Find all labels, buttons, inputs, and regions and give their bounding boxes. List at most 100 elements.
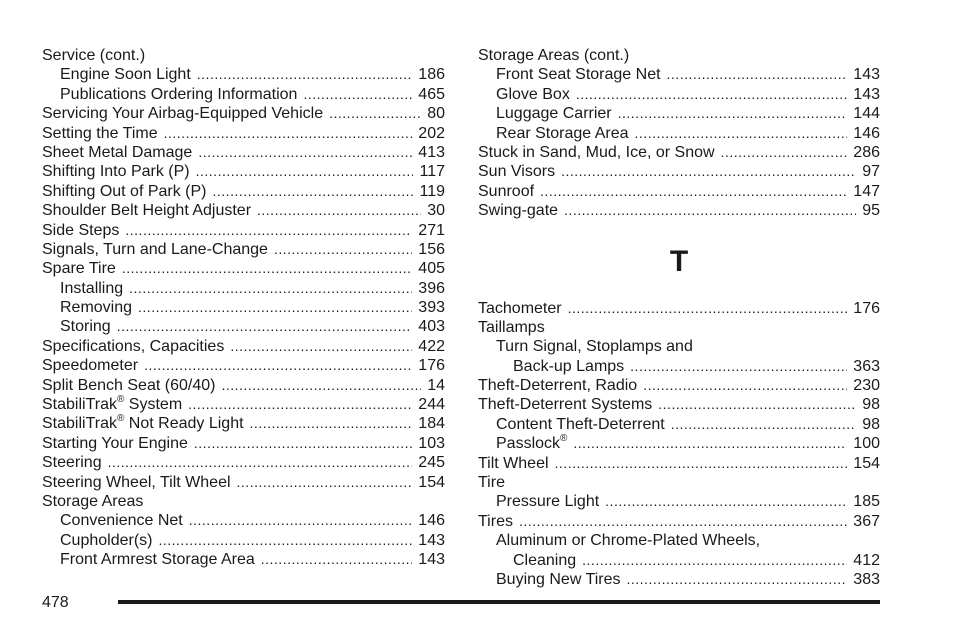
index-heading-entry: Service (cont.) xyxy=(42,46,445,65)
dot-leader xyxy=(221,376,421,395)
index-entry: Tilt Wheel 154 xyxy=(478,454,880,473)
index-entry-label: Storing xyxy=(60,318,111,336)
dot-leader xyxy=(555,454,848,473)
index-page-number: 80 xyxy=(427,105,445,123)
index-entry-text: Luggage Carrier xyxy=(496,104,612,123)
index-entry-label: Service (cont.) xyxy=(42,47,146,64)
dot-leader xyxy=(329,104,421,123)
dot-leader xyxy=(303,85,412,104)
index-page-number: 144 xyxy=(853,105,880,123)
index-entry: Front Armrest Storage Area143 xyxy=(42,550,445,569)
index-entry: Starting Your Engine 103 xyxy=(42,434,445,453)
dot-leader xyxy=(573,434,847,453)
index-entry-text: Spare Tire xyxy=(42,259,116,278)
dot-leader xyxy=(129,279,412,298)
dot-leader xyxy=(189,511,413,530)
dot-leader xyxy=(635,124,848,143)
index-page-number: 422 xyxy=(418,337,445,355)
index-entry: Shoulder Belt Height Adjuster30 xyxy=(42,201,445,220)
index-entry-label: Sheet Metal Damage xyxy=(42,143,193,161)
index-entry-label: Side Steps xyxy=(42,221,120,239)
index-entry: Stuck in Sand, Mud, Ice, or Snow286 xyxy=(478,143,880,162)
index-entry-label: Tire xyxy=(478,474,505,492)
index-entry-text: Shifting Out of Park (P) xyxy=(42,182,207,201)
index-entry: Shifting Out of Park (P)119 xyxy=(42,182,445,201)
index-entry-text: Speedometer xyxy=(42,356,138,375)
index-page-number: 230 xyxy=(853,377,880,395)
index-entry-label: Starting Your Engine xyxy=(42,434,188,452)
dot-leader xyxy=(561,162,856,181)
index-column-right: Storage Areas (cont.)Front Seat Storage … xyxy=(478,46,880,589)
index-entry-text: Service (cont.) xyxy=(42,46,145,65)
index-entry-text: Content Theft-Deterrent xyxy=(496,415,665,434)
index-entry-text: Buying New Tires xyxy=(496,570,621,589)
dot-leader xyxy=(658,395,856,414)
index-entry-label: Aluminum or Chrome-Plated Wheels, xyxy=(496,532,761,550)
index-page-number: 244 xyxy=(418,396,445,414)
index-entry-label: Passlock xyxy=(496,435,561,453)
index-entry-text: Theft-Deterrent Systems xyxy=(478,395,652,414)
dot-leader xyxy=(568,299,848,318)
index-page-number: 100 xyxy=(853,435,880,453)
index-entry: Specifications, Capacities 422 xyxy=(42,337,445,356)
index-entry-text: Pressure Light xyxy=(496,492,599,511)
index-entry-text: Storage Areas (cont.) xyxy=(478,46,629,65)
index-entry-label: Specifications, Capacities xyxy=(42,337,225,355)
index-page-number: 184 xyxy=(418,415,445,433)
index-entry-label: Theft-Deterrent Systems xyxy=(478,396,653,414)
index-entry: Steering245 xyxy=(42,453,445,472)
index-page-number: 98 xyxy=(862,396,880,414)
index-page-number: 103 xyxy=(418,434,445,452)
index-entry-text: Split Bench Seat (60/40) xyxy=(42,376,215,395)
index-entry-text: Steering xyxy=(42,453,102,472)
index-entry-label: Tires xyxy=(478,512,513,530)
index-page-number: 154 xyxy=(853,454,880,472)
index-entry: Speedometer176 xyxy=(42,356,445,375)
index-page-number: 413 xyxy=(418,143,445,161)
index-entry: Removing 393 xyxy=(42,298,445,317)
index-entry-label: StabiliTrak xyxy=(42,415,117,433)
index-entry: Tachometer176 xyxy=(478,299,880,318)
index-entry-label: Shifting Into Park (P) xyxy=(42,163,190,181)
index-page-number: 95 xyxy=(862,202,880,220)
index-entry-label: Removing xyxy=(60,299,133,317)
index-page-number: 147 xyxy=(853,182,880,200)
index-entry-text: Tilt Wheel xyxy=(478,454,549,473)
index-page-number: 154 xyxy=(418,473,445,491)
dot-leader xyxy=(630,357,847,376)
index-entry-label: Shoulder Belt Height Adjuster xyxy=(42,202,252,220)
index-column-left: Service (cont.)Engine Soon Light186Publi… xyxy=(42,46,445,570)
registered-mark: ® xyxy=(116,413,125,425)
index-entry-label: Split Bench Seat (60/40) xyxy=(42,376,216,394)
index-entry-label: Turn Signal, Stoplamps and xyxy=(496,338,693,356)
index-page-number: 143 xyxy=(853,85,880,103)
index-page-number: 412 xyxy=(853,551,880,569)
index-entry-text: Signals, Turn and Lane-Change xyxy=(42,240,268,259)
dot-leader xyxy=(519,512,847,531)
index-entry: Cupholder(s)143 xyxy=(42,531,445,550)
dot-leader xyxy=(230,337,412,356)
index-entry: Content Theft-Deterrent98 xyxy=(478,415,880,434)
index-entry-text: Servicing Your Airbag-Equipped Vehicle xyxy=(42,104,323,123)
index-entry-label: Back-up Lamps xyxy=(513,357,625,375)
index-entry-label: Front Seat Storage Net xyxy=(496,66,661,84)
index-entry: Theft-Deterrent, Radio230 xyxy=(478,376,880,395)
index-entry-label: Content Theft-Deterrent xyxy=(496,415,665,433)
index-entry-label: Storage Areas xyxy=(42,492,144,510)
index-entry: Theft-Deterrent Systems 98 xyxy=(478,395,880,414)
index-page-number: 14 xyxy=(427,376,445,394)
index-entry-label: Cleaning xyxy=(513,551,577,569)
index-page-number: 143 xyxy=(418,551,445,569)
dot-leader xyxy=(108,453,413,472)
index-entry: Passlock®100 xyxy=(478,434,880,453)
index-entry: Setting the Time202 xyxy=(42,124,445,143)
index-entry-label-suffix: System xyxy=(124,396,183,414)
index-entry-label: Pressure Light xyxy=(496,493,600,511)
index-page-number: 367 xyxy=(853,512,880,530)
index-entry: Swing-gate95 xyxy=(478,201,880,220)
index-page-number: 393 xyxy=(418,299,445,317)
index-entry-label: Buying New Tires xyxy=(496,570,621,588)
index-heading-entry: Tire xyxy=(478,473,880,492)
dot-leader xyxy=(213,182,414,201)
index-heading-entry: Turn Signal, Stoplamps and xyxy=(478,337,880,356)
